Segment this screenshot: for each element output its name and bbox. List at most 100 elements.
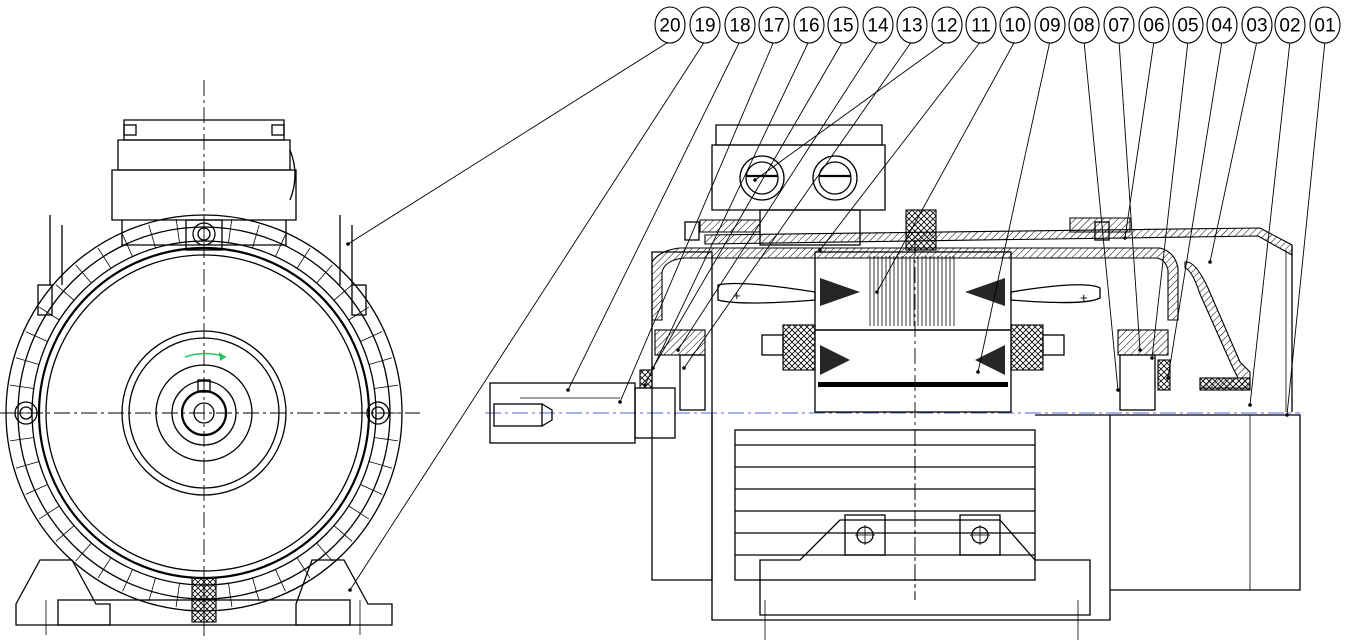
callout-07: 07: [1103, 6, 1142, 352]
leader-line: [1124, 40, 1155, 239]
leader-arrowhead: [818, 248, 822, 252]
callout-05: 05: [1150, 6, 1204, 360]
callout-03: 03: [1208, 6, 1273, 264]
leader-line: [1118, 40, 1141, 351]
callout-bubble: [1103, 6, 1135, 44]
callout-bubble: [724, 6, 756, 44]
callout-17: 17: [618, 6, 790, 404]
leader-arrowhead: [875, 290, 879, 294]
leader-arrowhead: [643, 383, 647, 387]
svg-text:+: +: [1080, 290, 1088, 305]
callout-label: 16: [798, 16, 819, 37]
callout-02: 02: [1248, 6, 1306, 407]
callout-bubble: [999, 6, 1031, 44]
leader-arrowhead: [1150, 356, 1154, 360]
callout-bubble: [1138, 6, 1170, 44]
callout-label: 03: [1246, 16, 1267, 37]
leader-arrowhead: [1138, 348, 1142, 352]
callout-label: 01: [1314, 16, 1335, 37]
callout-04: 04: [1166, 6, 1238, 380]
callout-bubble: [965, 6, 997, 44]
callout-label: 07: [1108, 16, 1129, 37]
callout-bubble: [896, 6, 928, 44]
leader-line: [644, 40, 810, 386]
leader-arrowhead: [346, 242, 350, 246]
leader-arrowhead: [1285, 413, 1289, 417]
callout-label: 05: [1177, 16, 1198, 37]
callout-bubble: [758, 6, 790, 44]
leader-arrowhead: [676, 348, 680, 352]
callout-label: 06: [1143, 16, 1164, 37]
leader-line: [652, 40, 844, 369]
callout-label: 10: [1004, 16, 1025, 37]
callout-label: 19: [694, 16, 715, 37]
leader-arrowhead: [1166, 376, 1170, 380]
callout-01: 01: [1285, 6, 1341, 417]
leader-line: [1286, 40, 1326, 416]
callout-bubble: [689, 6, 721, 44]
callout-label: 11: [971, 16, 991, 37]
callout-label: 20: [659, 16, 680, 37]
leader-arrowhead: [1248, 403, 1252, 407]
leader-line: [1249, 40, 1291, 406]
leader-line: [977, 40, 1051, 373]
stator-laminations: [869, 256, 955, 326]
leader-line: [1209, 40, 1258, 263]
svg-text:+: +: [733, 288, 741, 303]
callout-bubble: [1034, 6, 1066, 44]
callout-label: 18: [729, 16, 750, 37]
leader-line: [677, 40, 879, 351]
callout-label: 14: [867, 16, 889, 37]
callout-bubble: [654, 6, 686, 44]
leader-arrowhead: [1123, 236, 1127, 240]
callout-bubble: [1206, 6, 1238, 44]
leader-line: [876, 40, 1016, 293]
leader-arrowhead: [566, 388, 570, 392]
callout-bubble: [1172, 6, 1204, 44]
callout-label: 13: [901, 16, 922, 37]
leader-arrowhead: [682, 366, 686, 370]
callout-bubble: [931, 6, 963, 44]
leader-arrowhead: [348, 588, 352, 592]
callout-13: 13: [682, 6, 928, 370]
callout-11: 11: [818, 6, 997, 252]
side-view: + +: [485, 124, 1301, 640]
callout-10: 10: [875, 6, 1031, 294]
callout-19: 19: [348, 6, 721, 592]
leader-line: [1167, 40, 1223, 379]
callout-label: 02: [1279, 16, 1300, 37]
callout-label: 15: [832, 16, 853, 37]
callout-label: 12: [936, 16, 957, 37]
callout-bubble: [1068, 6, 1100, 44]
leader-line: [619, 40, 775, 403]
leader-line: [754, 40, 948, 181]
callout-15: 15: [651, 6, 859, 370]
leader-line: [683, 40, 913, 369]
leader-arrowhead: [1116, 388, 1120, 392]
leader-line: [1151, 40, 1189, 359]
leader-line: [1083, 40, 1119, 391]
callout-bubble: [793, 6, 825, 44]
callout-14: 14: [676, 6, 894, 352]
leader-line: [567, 40, 741, 391]
leader-line: [819, 40, 982, 251]
callout-18: 18: [566, 6, 756, 392]
callout-16: 16: [643, 6, 825, 387]
callout-label: 08: [1073, 16, 1094, 37]
callout-bubble: [1274, 6, 1306, 44]
cooling-fins: [8, 217, 400, 609]
leader-line: [349, 40, 706, 591]
leader-line: [347, 40, 671, 245]
callout-09: 09: [976, 6, 1066, 374]
callout-label: 09: [1039, 16, 1060, 37]
leader-arrowhead: [618, 400, 622, 404]
callout-12: 12: [753, 6, 963, 182]
callout-bubble: [827, 6, 859, 44]
front-view: [0, 80, 420, 640]
callout-08: 08: [1068, 6, 1120, 392]
callout-bubble: [862, 6, 894, 44]
callout-20: 20: [346, 6, 686, 246]
leader-arrowhead: [753, 178, 757, 182]
